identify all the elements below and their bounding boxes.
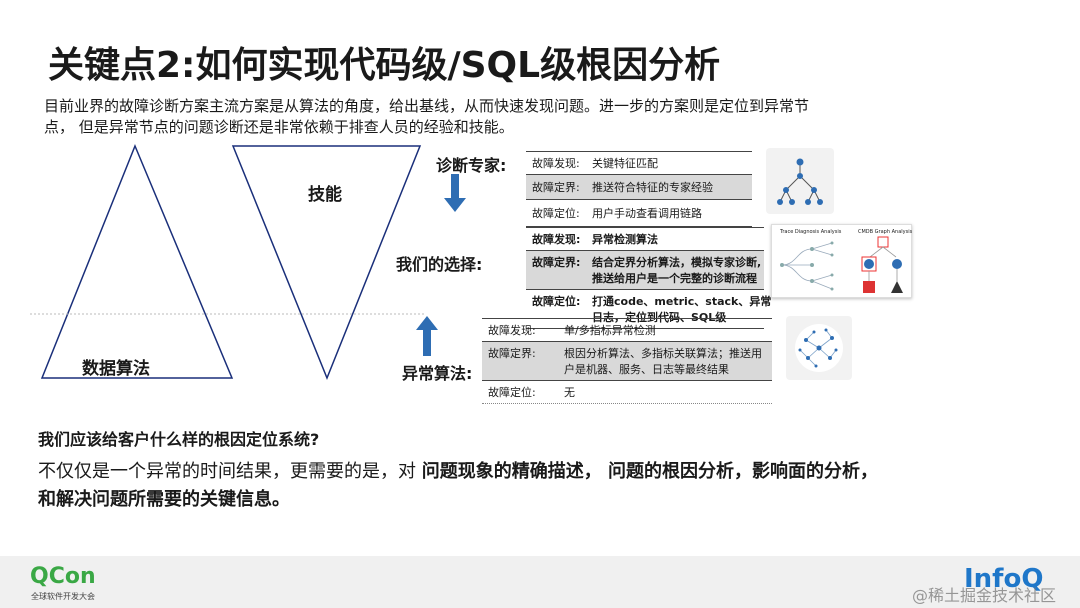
tree-graph-image [766, 148, 834, 214]
expert-row-locate: 故障定位:用户手动查看调用链路 [526, 199, 752, 227]
network-graph-image [786, 316, 852, 380]
expert-label: 诊断专家: [436, 156, 507, 175]
qcon-subtitle: 全球软件开发大会 [31, 592, 95, 601]
answer-bold-2: 和解决问题所需要的关键信息。 [38, 489, 290, 510]
diagnosis-analysis-image: Trace Diagnosis Analysis CMDB Graph Anal… [771, 224, 912, 298]
expert-table: 故障发现:关键特征匹配 故障定界:推送符合特征的专家经验 故障定位:用户手动查看… [526, 151, 752, 227]
skill-label: 技能 [308, 185, 342, 205]
data-algorithm-label: 数据算法 [82, 359, 150, 379]
choice-row-discovery: 故障发现:异常检测算法 [526, 227, 764, 250]
expert-row-boundary: 故障定界:推送符合特征的专家经验 [526, 174, 752, 199]
choice-table: 故障发现:异常检测算法 故障定界:结合定界分析算法，模拟专家诊断,推送给用户是一… [526, 227, 771, 329]
answer-plain: 不仅仅是一个异常的时间结果，更需要的是，对 [38, 461, 422, 482]
watermark-text: @稀土掘金技术社区 [912, 586, 1057, 605]
algo-row-discovery: 故障发现:单/多指标异常检测 [482, 318, 772, 341]
choice-label: 我们的选择: [396, 255, 483, 274]
algo-row-boundary: 故障定界:根因分析算法、多指标关联算法；推送用户是机器、服务、日志等最终结果 [482, 341, 772, 380]
triangle-diagram [30, 144, 425, 381]
choice-row-locate: 故障定位:打通code、metric、stack、异常日志，定位到代码、SQL级 [526, 289, 771, 329]
choice-row-boundary: 故障定界:结合定界分析算法，模拟专家诊断,推送给用户是一个完整的诊断流程 [526, 250, 764, 289]
anomaly-algorithm-label: 异常算法: [402, 364, 473, 383]
page-title: 关键点2:如何实现代码级/SQL级根因分析 [48, 45, 721, 86]
answer-bold-1: 问题现象的精确描述， 问题的根因分析，影响面的分析， [421, 461, 878, 482]
data-algorithm-triangle [40, 144, 234, 379]
algo-row-locate: 故障定位:无 [482, 380, 772, 404]
cmdb-graph-title: CMDB Graph Analysis [858, 229, 913, 235]
down-arrow-icon [444, 174, 466, 212]
infoq-logo: InfoQ [964, 564, 1044, 594]
up-arrow-icon [416, 316, 438, 356]
anomaly-table: 故障发现:单/多指标异常检测 故障定界:根因分析算法、多指标关联算法；推送用户是… [482, 318, 772, 404]
skill-triangle [231, 145, 422, 381]
trace-diagnosis-title: Trace Diagnosis Analysis [780, 229, 842, 235]
expert-row-discovery: 故障发现:关键特征匹配 [526, 151, 752, 174]
qcon-logo: QCon [30, 564, 96, 589]
intro-text: 目前业界的故障诊断方案主流方案是从算法的角度，给出基线，从而快速发现问题。进一步… [44, 97, 810, 136]
answer-text: 不仅仅是一个异常的时间结果，更需要的是，对 问题现象的精确描述， 问题的根因分析… [38, 458, 1038, 514]
footer-bar: QCon 全球软件开发大会 InfoQ @稀土掘金技术社区 [0, 556, 1080, 608]
question-text: 我们应该给客户什么样的根因定位系统? [38, 430, 320, 449]
